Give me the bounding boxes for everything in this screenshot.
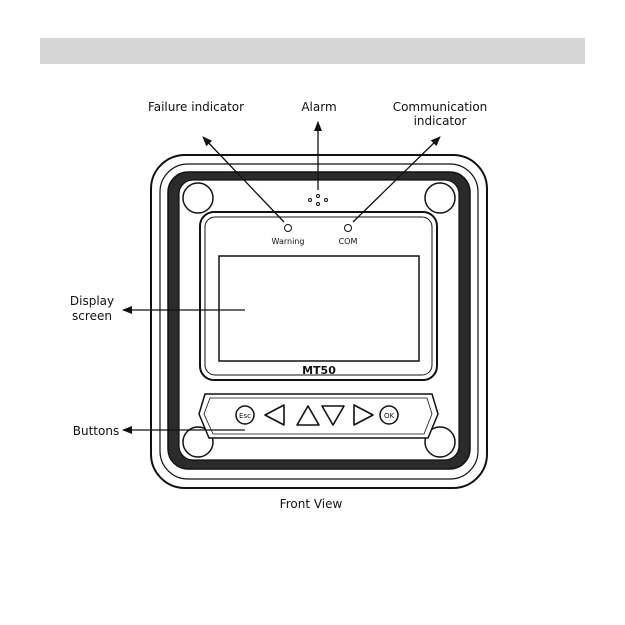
ok-button-label: OK	[384, 412, 395, 420]
display-screen	[219, 256, 419, 361]
display-screen-label-line2: screen	[72, 309, 112, 323]
corner-hole-top-left	[183, 183, 213, 213]
alarm-label: Alarm	[301, 100, 336, 114]
com-led	[345, 225, 352, 232]
com-led-label: COM	[339, 237, 358, 246]
esc-button[interactable]: Esc	[236, 406, 254, 424]
corner-hole-top-right	[425, 183, 455, 213]
display-screen-label-line1: Display	[70, 294, 114, 308]
buttons-label: Buttons	[73, 424, 119, 438]
communication-indicator-label-line1: Communication	[393, 100, 488, 114]
warning-led-label: Warning	[272, 237, 305, 246]
failure-indicator-label: Failure indicator	[148, 100, 244, 114]
communication-indicator-label-line2: indicator	[414, 114, 467, 128]
front-view-caption: Front View	[280, 497, 343, 511]
esc-button-label: Esc	[239, 412, 251, 420]
model-name: MT50	[302, 364, 336, 377]
ok-button[interactable]: OK	[380, 406, 398, 424]
button-panel	[199, 394, 438, 438]
warning-led	[285, 225, 292, 232]
